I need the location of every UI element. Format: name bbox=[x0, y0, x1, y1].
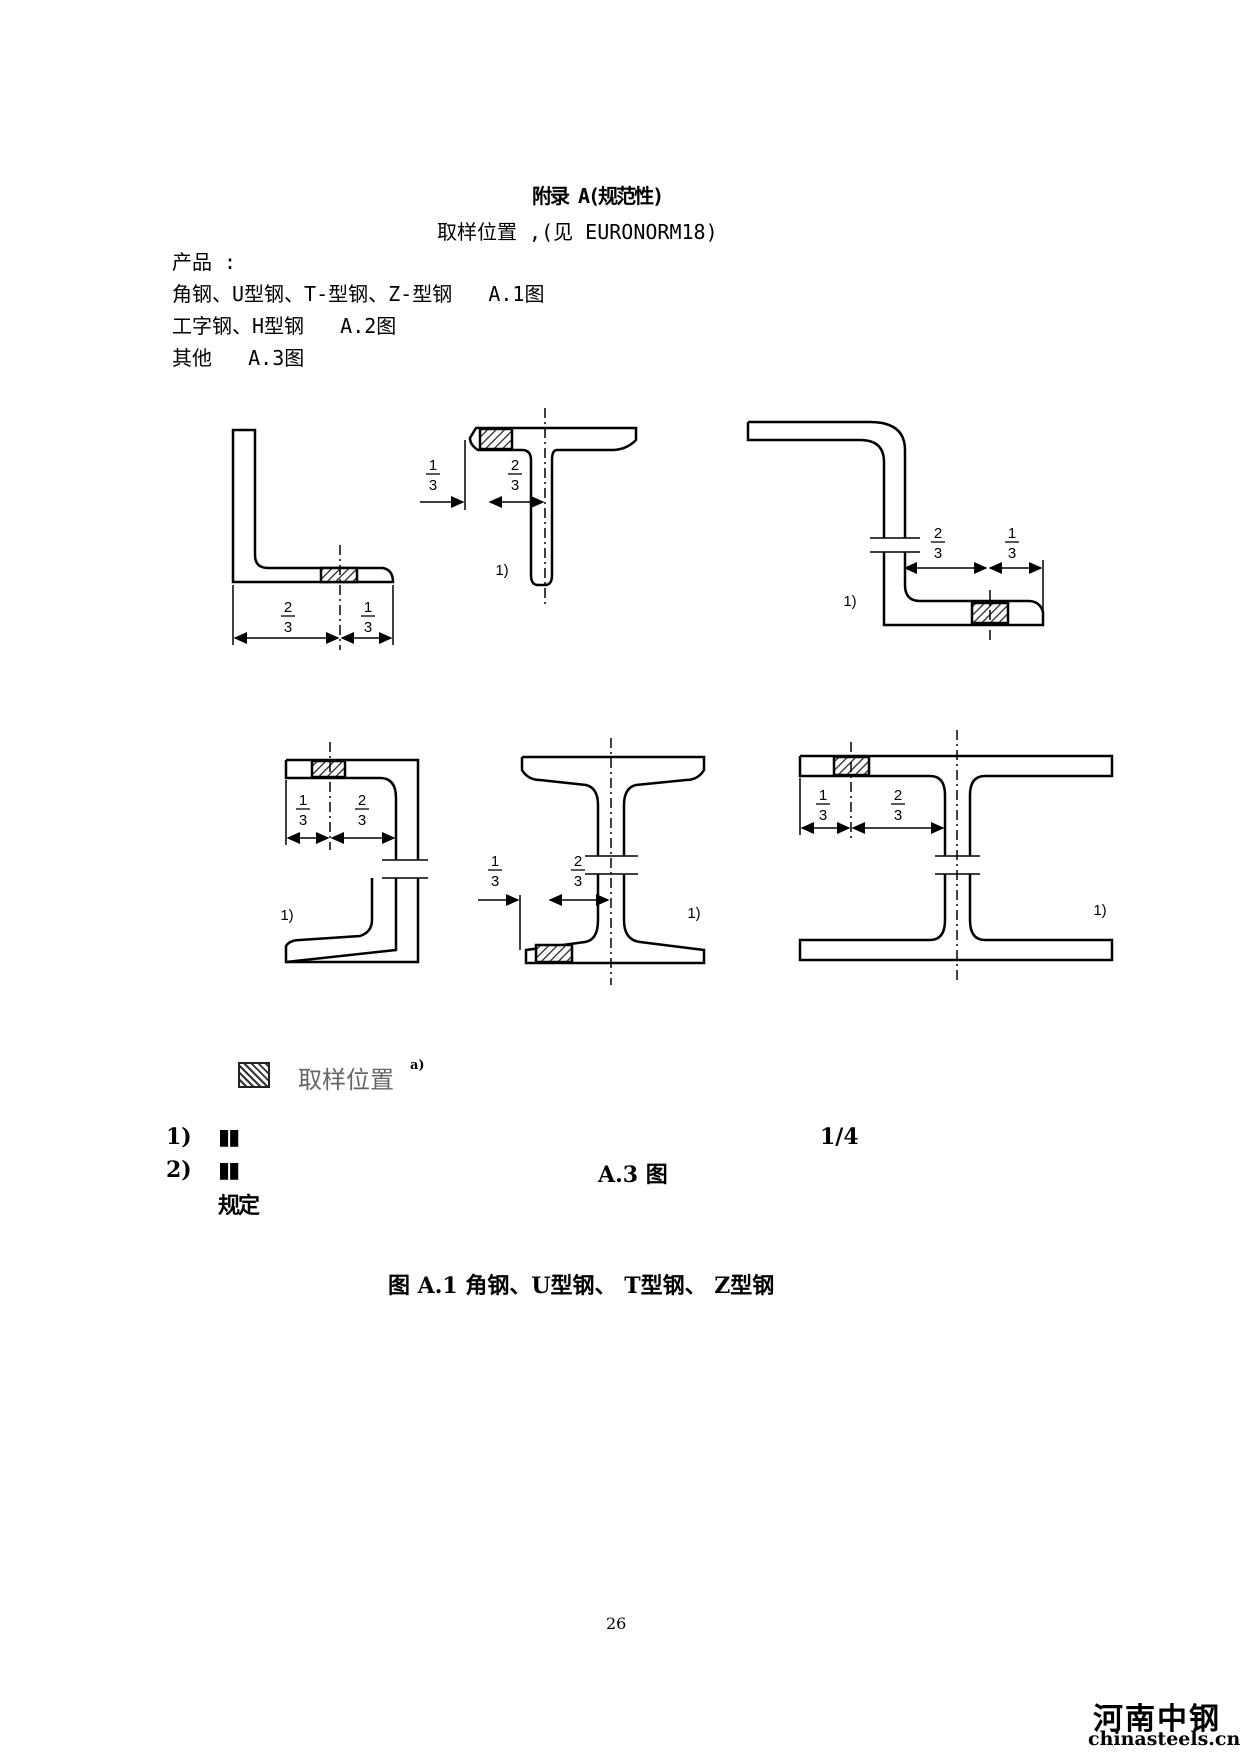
svg-text:3: 3 bbox=[934, 545, 942, 562]
svg-text:1: 1 bbox=[299, 792, 307, 809]
sample-hatch bbox=[310, 759, 347, 779]
profile-t bbox=[420, 408, 638, 605]
dim-label: 1 3 bbox=[361, 599, 375, 636]
svg-text:3: 3 bbox=[491, 873, 499, 890]
legend-label: 取样位置 bbox=[298, 1066, 394, 1094]
dim-label: 1 3 bbox=[816, 787, 830, 824]
products-line-beams: 工字钢、H型钢 A.2图 bbox=[172, 314, 397, 338]
svg-text:3: 3 bbox=[284, 619, 292, 636]
dim-label: 2 3 bbox=[355, 792, 369, 829]
svg-text:1: 1 bbox=[491, 853, 499, 870]
note-mark: 1) bbox=[495, 562, 508, 579]
svg-text:2: 2 bbox=[358, 792, 366, 809]
products-line-angles: 角钢、U型钢、T-型钢、Z-型钢 A.1图 bbox=[172, 282, 545, 306]
svg-text:2: 2 bbox=[284, 599, 292, 616]
products-intro: 产品 : bbox=[172, 250, 237, 274]
note-mark: 1) bbox=[1093, 902, 1106, 919]
profile-h-beam bbox=[798, 730, 1114, 980]
watermark-domain: chinasteels.cn bbox=[1088, 1728, 1240, 1750]
note-2-continuation: 规定 bbox=[218, 1193, 260, 1219]
note-mark: 1) bbox=[280, 907, 293, 924]
sample-hatch bbox=[534, 943, 574, 964]
page-number: 26 bbox=[606, 1614, 627, 1633]
note-mark: 1) bbox=[843, 593, 856, 610]
svg-text:2: 2 bbox=[894, 787, 902, 804]
note-mark: 1) bbox=[687, 905, 700, 922]
svg-text:3: 3 bbox=[364, 619, 372, 636]
dim-label: 2 3 bbox=[891, 787, 905, 824]
svg-text:2: 2 bbox=[511, 457, 519, 474]
dim-label: 2 3 bbox=[931, 525, 945, 562]
svg-text:1: 1 bbox=[429, 457, 437, 474]
svg-text:2: 2 bbox=[574, 853, 582, 870]
svg-text:3: 3 bbox=[574, 873, 582, 890]
dim-label: 1 3 bbox=[488, 853, 502, 890]
sample-hatch bbox=[319, 566, 359, 584]
note-2-label: 2) bbox=[166, 1157, 192, 1183]
svg-text:1: 1 bbox=[364, 599, 372, 616]
annex-title: 附录 A(规范性) bbox=[532, 184, 664, 208]
svg-text:3: 3 bbox=[429, 477, 437, 494]
dim-label: 2 3 bbox=[508, 457, 522, 494]
watermark-logo-cn: 河南中钢 bbox=[1093, 1702, 1221, 1737]
products-line-others: 其他 A.3图 bbox=[172, 346, 305, 370]
profile-angle bbox=[231, 428, 395, 650]
svg-text:3: 3 bbox=[1008, 545, 1016, 562]
profile-z bbox=[746, 420, 1045, 640]
profile-i-beam bbox=[478, 738, 706, 985]
note-2-end: A.3 图 bbox=[598, 1162, 668, 1188]
profile-channel bbox=[284, 742, 428, 964]
svg-text:3: 3 bbox=[819, 807, 827, 824]
figure-caption: 图 A.1 角钢、U型钢、 T型钢、 Z型钢 bbox=[388, 1273, 775, 1299]
note-1-glyphs: ▮▮ bbox=[218, 1124, 240, 1150]
note-1-label: 1) bbox=[166, 1124, 192, 1150]
svg-text:3: 3 bbox=[299, 812, 307, 829]
dim-label: 1 3 bbox=[426, 457, 440, 494]
dim-label: 2 3 bbox=[571, 853, 585, 890]
sample-hatch bbox=[478, 427, 514, 451]
svg-text:2: 2 bbox=[934, 525, 942, 542]
annex-subtitle: 取样位置 ,(见 EURONORM18) bbox=[437, 220, 718, 244]
svg-text:1: 1 bbox=[1008, 525, 1016, 542]
dim-label: 1 3 bbox=[296, 792, 310, 829]
legend-hatch-swatch bbox=[238, 1062, 270, 1088]
svg-text:3: 3 bbox=[358, 812, 366, 829]
svg-text:3: 3 bbox=[511, 477, 519, 494]
note-1-end: 1/4 bbox=[820, 1124, 867, 1150]
svg-text:3: 3 bbox=[894, 807, 902, 824]
svg-text:1: 1 bbox=[819, 787, 827, 804]
dim-label: 1 3 bbox=[1005, 525, 1019, 562]
legend-note-mark: a) bbox=[410, 1058, 425, 1073]
dim-label: 2 3 bbox=[281, 599, 295, 636]
note-2-glyphs: ▮▮ bbox=[218, 1157, 240, 1183]
